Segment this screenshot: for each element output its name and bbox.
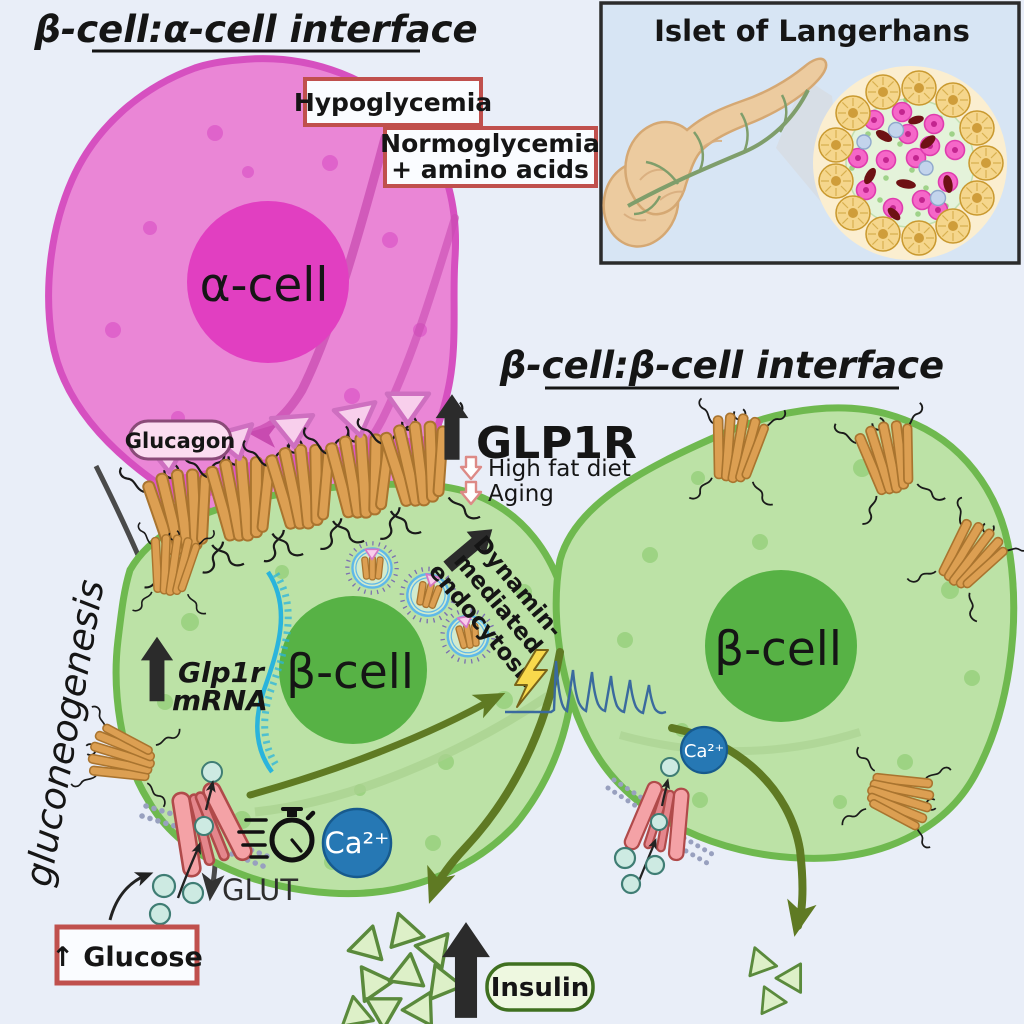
islet-vessels	[864, 115, 953, 221]
alpha-interface-title: β-cell:α-cell interface	[33, 8, 478, 53]
pancreas-illustration	[602, 57, 828, 248]
normoglycemia-label-line1: Normoglycemia	[380, 129, 600, 158]
normoglycemia-label-line2: + amino acids	[391, 155, 589, 184]
islet-illustration	[813, 66, 1007, 260]
glucose-label: ↑ Glucose	[51, 942, 203, 973]
beta-cell-2: β-cell	[552, 404, 1018, 862]
inset-title: Islet of Langerhans	[654, 14, 970, 48]
glp1r-label: GLP1R	[476, 418, 637, 469]
membrane-fold	[254, 692, 551, 817]
insulin-label: Insulin	[491, 973, 590, 1003]
high-fat-diet-label: High fat diet	[488, 456, 631, 482]
membrane-potential-trace	[505, 660, 667, 715]
calcium-badge-1: Ca²⁺	[321, 807, 393, 879]
speed-lines	[237, 818, 269, 859]
mrna-ticks	[261, 572, 292, 771]
electrical-coupling-arrow	[246, 681, 512, 799]
hypoglycemia-box: Hypoglycemia	[294, 77, 492, 127]
glucose-box: ↑ Glucose	[51, 924, 203, 986]
insulin-secretion-arrow-1	[414, 648, 564, 909]
glucose-molecule	[194, 816, 214, 836]
aging-label: Aging	[488, 481, 554, 507]
beta-cell-2-nucleus	[705, 570, 857, 722]
membrane-fold-2	[618, 728, 862, 756]
glp1r-block: GLP1R High fat diet Aging	[435, 394, 637, 507]
islet-inset: Islet of Langerhans	[599, 1, 1021, 265]
beta-cell-2-label: β-cell	[714, 622, 842, 677]
alpha-cell-nucleus	[187, 201, 349, 363]
glucagon-pill: Glucagon	[125, 419, 235, 461]
glucose-molecule	[201, 761, 223, 783]
beta-cell-1: β-cell	[112, 480, 577, 898]
glucose-molecule	[650, 813, 668, 831]
beta-interface-title-text: β-cell:β-cell interface	[499, 344, 944, 387]
beta-interface-title: β-cell:β-cell interface	[499, 344, 944, 390]
beta-cell-1-nucleus	[279, 596, 427, 744]
insulin-pill: Insulin	[485, 962, 595, 1012]
glut-label: GLUT	[222, 873, 298, 907]
glucose-release-arrow	[108, 865, 157, 921]
glp1r-mrna-label-line1: Glp1r	[178, 656, 266, 689]
alpha-cell-label: α-cell	[200, 258, 329, 313]
calcium-badge-2: Ca²⁺	[679, 725, 729, 775]
calcium-label-2: Ca²⁺	[684, 741, 724, 762]
glucose-molecules-outside	[148, 873, 205, 926]
alpha-interface-title-text: β-cell:α-cell interface	[33, 8, 477, 51]
glucose-molecules-outside	[613, 846, 666, 895]
islet-delta-cells	[856, 121, 947, 207]
glut-transporter-2	[605, 757, 715, 895]
glucagon-label: Glucagon	[125, 429, 235, 453]
membrane-dots	[605, 777, 715, 866]
glucose-molecule	[660, 757, 680, 777]
glp1r-mrna-label-line2: mRNA	[172, 684, 268, 717]
glp1r-mrna-block: Glp1r mRNA	[140, 570, 292, 774]
calcium-label-1: Ca²⁺	[325, 826, 390, 860]
mrna-strand	[255, 570, 284, 774]
glut-transporter-1	[139, 761, 275, 926]
stopwatch-icon	[237, 807, 316, 863]
normoglycemia-box: Normoglycemia + amino acids	[380, 126, 600, 188]
lightning-bolt-icon	[514, 649, 549, 708]
hypoglycemia-label: Hypoglycemia	[294, 88, 492, 117]
beta-cell-1-label: β-cell	[286, 645, 414, 700]
pancreatic-duct	[627, 89, 810, 216]
